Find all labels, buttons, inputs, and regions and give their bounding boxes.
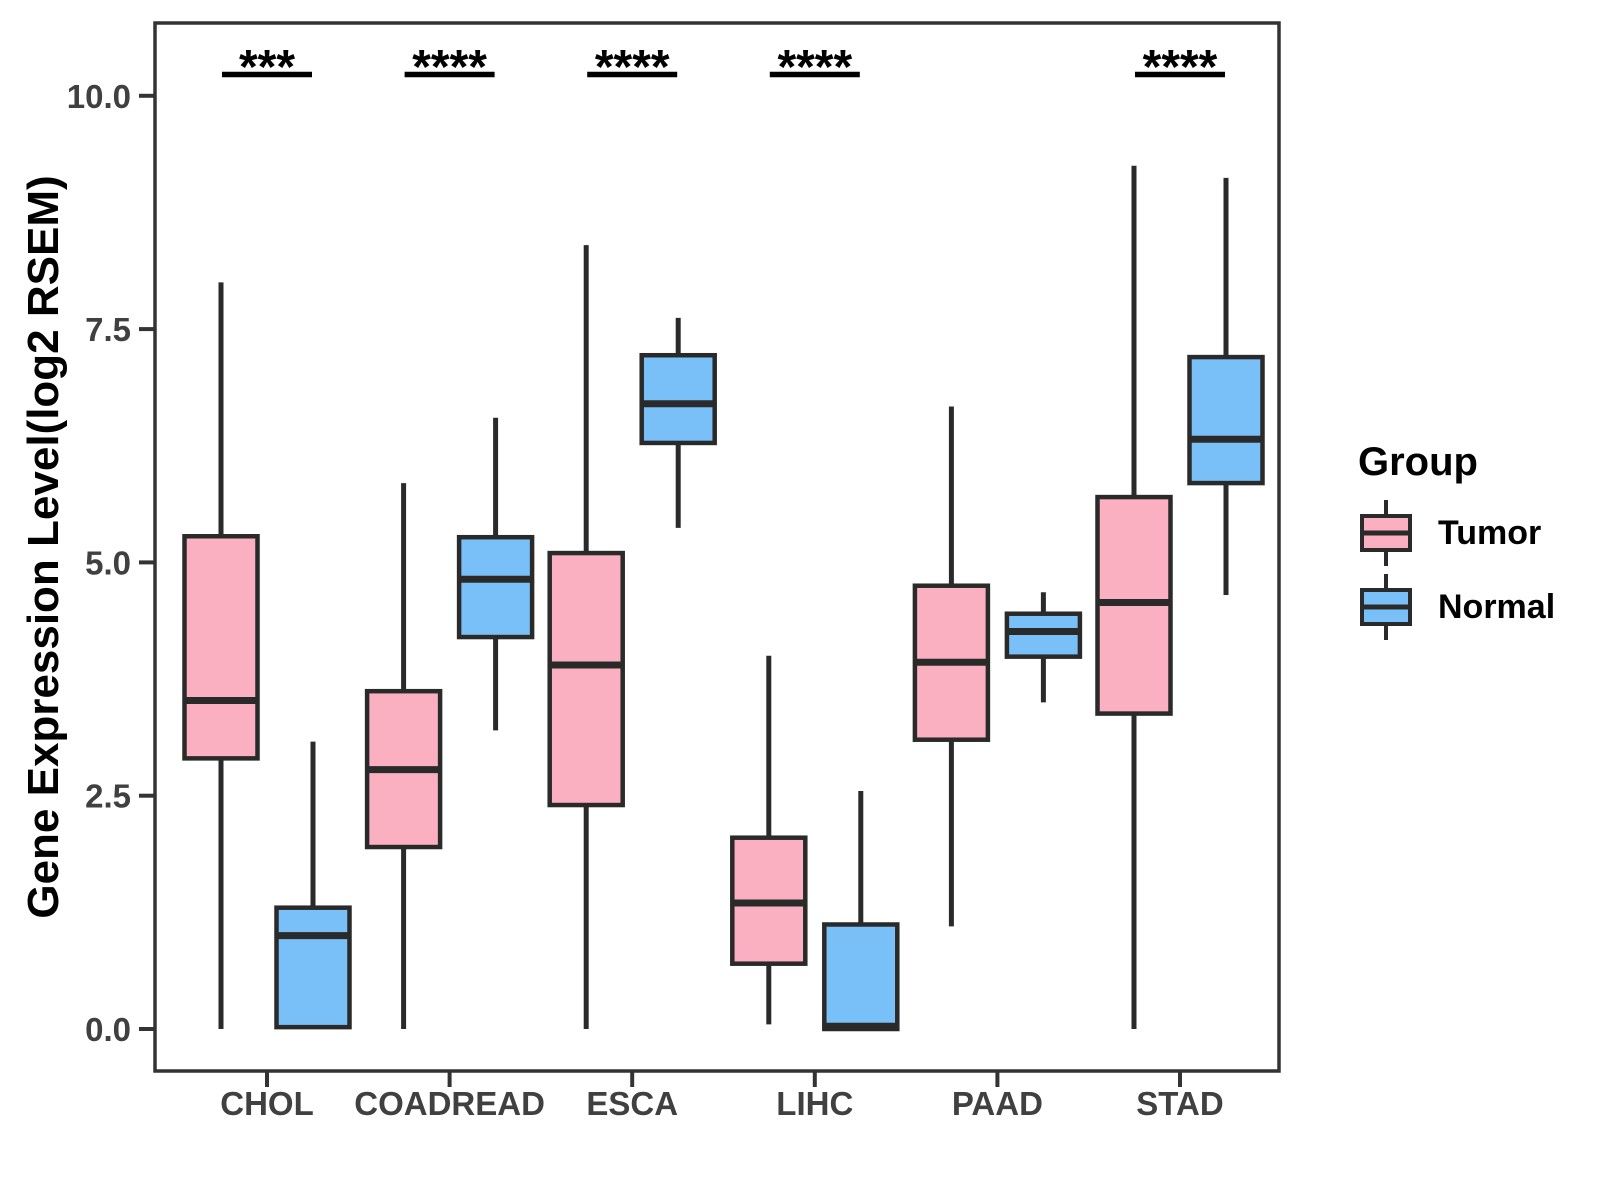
box-CHOL-Tumor	[182, 534, 260, 761]
legend-label-tumor: Tumor	[1438, 513, 1542, 552]
sig-stars-STAD: ****	[1143, 41, 1218, 94]
legend-entry-tumor: Tumor	[1358, 500, 1555, 566]
box-ESCA-Normal	[639, 352, 717, 446]
normal-boxplot-key-icon	[1360, 574, 1412, 640]
box-LIHC-Normal	[822, 922, 900, 1032]
sig-stars-CHOL: ***	[239, 41, 295, 94]
box-STAD-Normal	[1187, 354, 1265, 486]
box-ESCA-Tumor	[547, 550, 625, 808]
y-tick-label-5.0: 5.0	[85, 544, 131, 581]
sig-stars-COADREAD: ****	[412, 41, 487, 94]
legend-label-normal: Normal	[1438, 587, 1556, 626]
y-tick-label-10.0: 10.0	[67, 78, 131, 115]
x-tick-label-PAAD: PAAD	[952, 1085, 1043, 1122]
box-CHOL-Normal	[274, 905, 352, 1030]
panel-border	[153, 21, 1281, 1073]
x-tick-label-COADREAD: COADREAD	[354, 1085, 545, 1122]
x-tick-label-CHOL: CHOL	[220, 1085, 314, 1122]
y-tick-label-0.0: 0.0	[85, 1011, 131, 1048]
x-tick-label-LIHC: LIHC	[776, 1085, 853, 1122]
box-COADREAD-Normal	[456, 534, 535, 640]
sig-stars-LIHC: ****	[777, 41, 852, 94]
tumor-boxplot-key-icon	[1360, 500, 1412, 566]
legend-title: Group	[1358, 440, 1478, 484]
x-tick-label-ESCA: ESCA	[586, 1085, 678, 1122]
sig-stars-ESCA: ****	[595, 41, 670, 94]
legend: Group Tumor Normal	[1358, 438, 1555, 648]
box-PAAD-Normal	[1004, 611, 1083, 659]
y-tick-label-2.5: 2.5	[85, 778, 131, 815]
y-tick-label-7.5: 7.5	[85, 311, 131, 348]
x-tick-label-STAD: STAD	[1136, 1085, 1223, 1122]
legend-entry-normal: Normal	[1358, 574, 1555, 640]
